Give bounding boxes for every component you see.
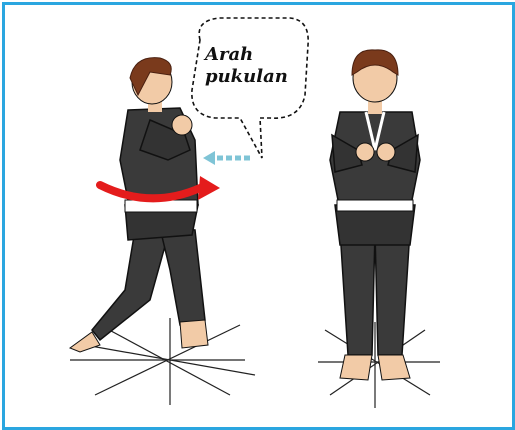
- left-fighter-figure: [70, 58, 208, 352]
- callout-line-2: pukulan: [205, 66, 315, 88]
- callout-label: Arah pukulan: [205, 44, 315, 88]
- callout-line-1: Arah: [205, 44, 315, 66]
- punch-direction-arrow-icon: [203, 151, 250, 165]
- callout-bubble: [192, 18, 308, 158]
